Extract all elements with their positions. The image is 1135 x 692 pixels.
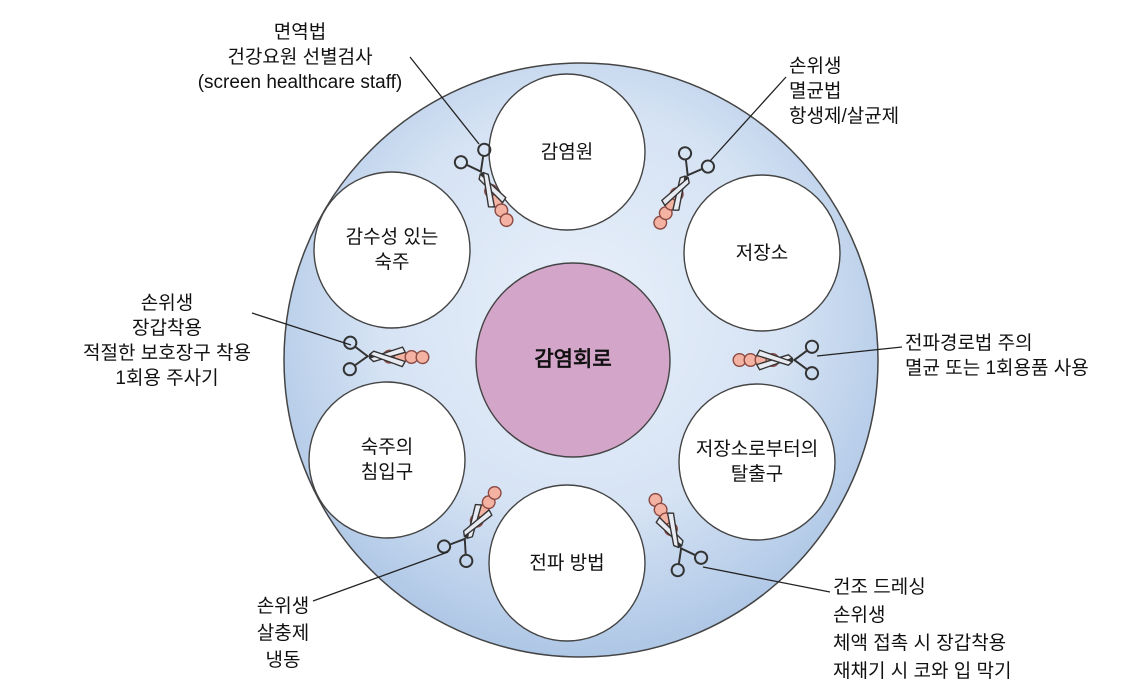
node-label-line: 감수성 있는 bbox=[345, 227, 439, 248]
node-circles bbox=[308, 73, 841, 642]
annotation-line: 전파경로법 주의 bbox=[905, 333, 1033, 354]
node-circle-reservoir bbox=[683, 174, 841, 332]
leader-lines bbox=[251, 56, 903, 602]
node-label-portal-of-entry: 숙주의 침입구 bbox=[307, 435, 467, 485]
node-label-line: 침입구 bbox=[360, 462, 414, 483]
node-label-line: 저장소 bbox=[735, 243, 789, 264]
center-circle-label: 감염회로 bbox=[473, 347, 673, 373]
annotation-line: 손위생 bbox=[140, 293, 194, 314]
annotation-left: 손위생 장갑착용 적절한 보호장구 착용 1회용 주사기 bbox=[78, 291, 256, 391]
node-circle-portal-of-exit bbox=[678, 383, 836, 541]
leader-line bbox=[312, 551, 449, 602]
node-circle-mode-of-transmission bbox=[488, 484, 646, 642]
leader-line bbox=[251, 312, 352, 346]
annotation-line: 적절한 보호장구 착용 bbox=[83, 343, 251, 364]
annotation-line: 손위생 bbox=[789, 56, 842, 77]
leader-line bbox=[816, 346, 903, 357]
leader-line bbox=[709, 76, 787, 162]
node-label-mode-of-transmission: 전파 방법 bbox=[487, 551, 647, 576]
annotation-right: 전파경로법 주의 멸균 또는 1회용품 사용 bbox=[905, 331, 1135, 381]
node-label-line: 감염원 bbox=[540, 142, 594, 163]
annotation-line: 냉동 bbox=[265, 650, 301, 671]
node-circle-portal-of-entry bbox=[308, 381, 466, 539]
annotation-line: 항생제/살균제 bbox=[789, 106, 900, 127]
node-label-reservoir: 저장소 bbox=[682, 241, 842, 266]
node-label-portal-of-exit: 저장소로부터의 탈출구 bbox=[667, 437, 847, 487]
annotation-bottom-left: 손위생 살충제 냉동 bbox=[210, 593, 356, 674]
annotation-line: 살충제 bbox=[256, 623, 310, 644]
annotation-line: (screen healthcare staff) bbox=[197, 72, 403, 93]
node-label-infection-source: 감염원 bbox=[487, 140, 647, 165]
annotation-line: 면역법 bbox=[273, 22, 327, 43]
annotation-line: 손위생 bbox=[256, 596, 310, 617]
annotation-top-right: 손위생 멸균법 항생제/살균제 bbox=[789, 54, 1009, 129]
leader-line bbox=[409, 56, 480, 145]
center-circle-label-text: 감염회로 bbox=[534, 348, 612, 371]
annotation-line: 멸균 또는 1회용품 사용 bbox=[905, 358, 1089, 379]
annotation-line: 체액 접촉 시 장갑착용 bbox=[833, 633, 1007, 654]
center-circle bbox=[475, 262, 671, 458]
node-label-line: 전파 방법 bbox=[529, 553, 605, 574]
annotation-line: 건조 드레싱 bbox=[833, 577, 926, 598]
annotation-line: 장갑착용 bbox=[132, 318, 202, 339]
leader-line bbox=[702, 566, 831, 593]
node-circle-susceptible-host bbox=[313, 171, 471, 329]
node-label-line: 숙주의 bbox=[360, 437, 414, 458]
annotation-line: 멸균법 bbox=[789, 81, 842, 102]
annotation-line: 건강요원 선별검사 bbox=[227, 47, 373, 68]
node-label-line: 탈출구 bbox=[730, 464, 784, 485]
annotation-line: 1회용 주사기 bbox=[115, 368, 219, 389]
annotation-top-left: 면역법 건강요원 선별검사 (screen healthcare staff) bbox=[150, 20, 450, 95]
node-label-susceptible-host: 감수성 있는 숙주 bbox=[312, 225, 472, 275]
annotation-line: 손위생 bbox=[833, 605, 886, 626]
node-label-line: 숙주 bbox=[374, 252, 410, 273]
annotation-bottom-right: 건조 드레싱 손위생 체액 접촉 시 장갑착용 재채기 시 코와 입 막기 bbox=[833, 574, 1133, 686]
node-label-line: 저장소로부터의 bbox=[695, 439, 819, 460]
annotation-line: 재채기 시 코와 입 막기 bbox=[833, 661, 1012, 682]
